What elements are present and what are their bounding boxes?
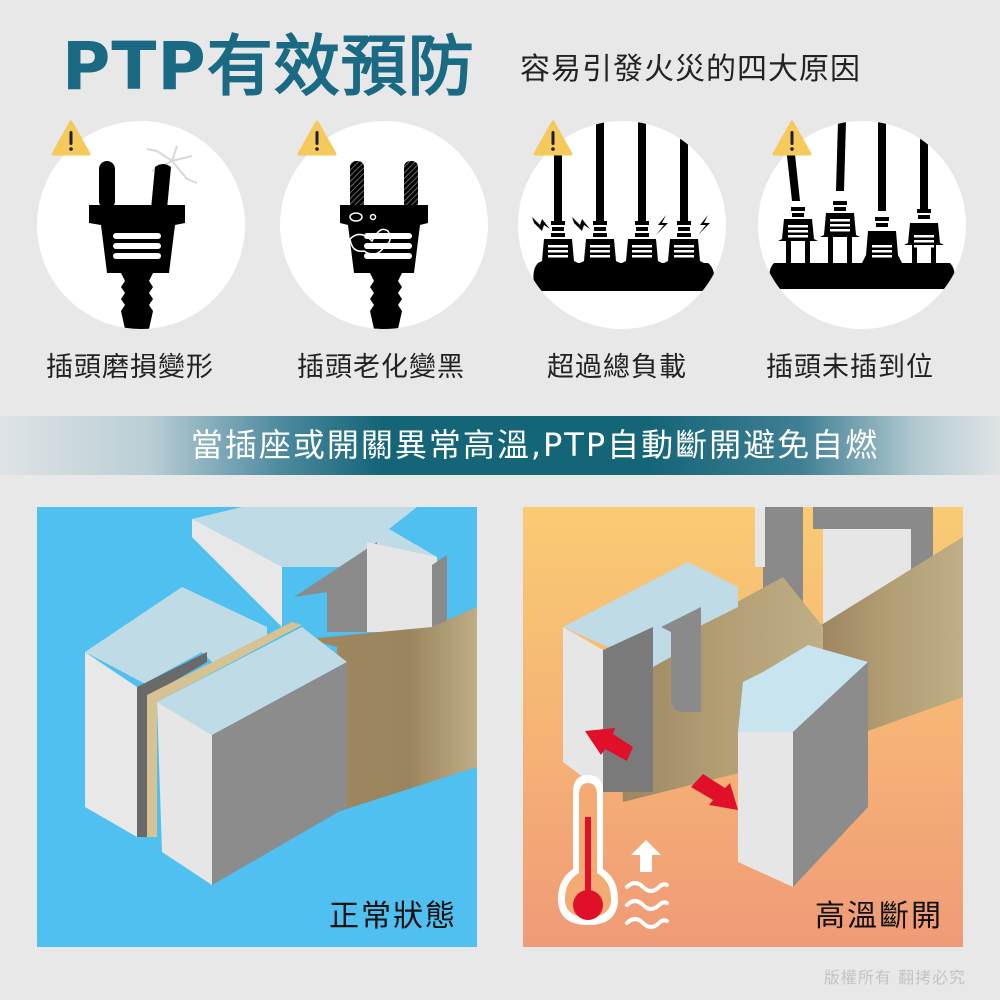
loose-plug-icon	[769, 121, 955, 289]
cause-card-cracked-plug	[37, 121, 245, 329]
thermometer-icon	[558, 775, 618, 925]
cause-label: 插頭未插到位	[766, 352, 934, 383]
warning-icon	[51, 120, 91, 156]
banner-text: 當插座或開關異常高溫,PTP自動斷開避免自燃	[190, 426, 880, 464]
panel-label: 正常狀態	[329, 899, 457, 934]
panel-high-temp-state: 高溫斷開	[523, 507, 963, 947]
normal-contact-illustration	[85, 507, 477, 885]
cause-card-aged-plug	[280, 121, 488, 329]
page-title: PTP有效預防	[62, 28, 475, 105]
outward-arrows	[585, 728, 738, 810]
info-banner: 當插座或開關異常高溫,PTP自動斷開避免自燃	[0, 416, 1000, 475]
cause-label: 插頭磨損變形	[46, 352, 214, 383]
cause-card-loose-plug	[758, 121, 966, 329]
heat-waves-icon	[625, 881, 669, 929]
warning-icon	[297, 120, 337, 156]
cause-card-overload	[518, 121, 726, 329]
copyright-notice: 版權所有 翻拷必究	[823, 968, 966, 987]
cracked-plug-icon	[89, 145, 198, 329]
warning-icon	[772, 120, 812, 156]
heat-rising-icon	[631, 840, 661, 872]
page-subtitle: 容易引發火災的四大原因	[520, 52, 861, 87]
aged-plug-icon	[340, 161, 428, 329]
warning-icon	[533, 120, 573, 156]
spark-icons	[532, 215, 710, 235]
cause-label: 超過總負載	[547, 352, 687, 383]
panel-label: 高溫斷開	[815, 899, 943, 934]
cause-label: 插頭老化變黑	[297, 352, 465, 383]
overloaded-strip-icon	[532, 121, 715, 291]
disconnect-illustration	[558, 507, 963, 929]
panel-normal-state: 正常狀態	[37, 507, 477, 947]
